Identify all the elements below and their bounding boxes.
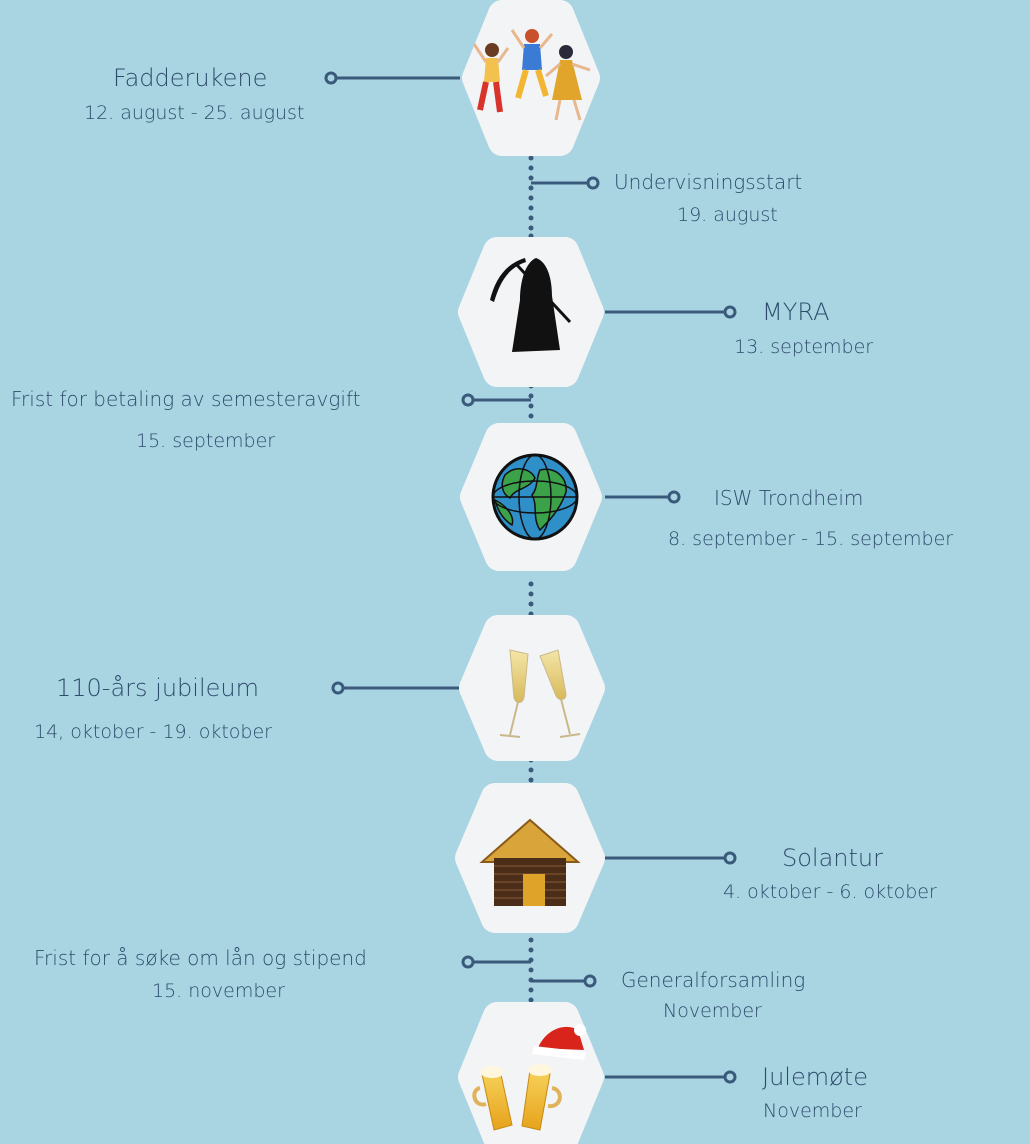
- connector-jubileum-node: [331, 681, 345, 695]
- connector-solantur-node: [723, 851, 737, 865]
- event-date-solantur: 4. oktober - 6. oktober: [723, 881, 937, 903]
- event-title-generalforsamling: Generalforsamling: [621, 968, 806, 992]
- connector-fadderukene-node: [324, 71, 338, 85]
- event-title-myra: MYRA: [762, 298, 830, 326]
- connector-semesteravgift-node: [461, 393, 475, 407]
- cabin-icon: [479, 818, 581, 906]
- event-date-isw: 8. september - 15. september: [668, 528, 954, 550]
- globe-icon: [491, 453, 579, 541]
- event-title-solantur: Solantur: [782, 844, 883, 872]
- connector-generalforsamling-node: [583, 974, 597, 988]
- event-title-undervisningsstart: Undervisningsstart: [614, 170, 803, 194]
- beer-mugs-santa-hat-icon: [472, 1024, 586, 1131]
- event-title-laan: Frist for å søke om lån og stipend: [34, 946, 367, 970]
- event-date-myra: 13. september: [734, 336, 874, 358]
- hex-fadderukene: [462, 0, 600, 156]
- hex-isw: [460, 423, 602, 571]
- event-title-semesteravgift: Frist for betaling av semesteravgift: [11, 387, 361, 411]
- event-date-laan: 15. november: [152, 980, 285, 1002]
- grim-reaper-icon: [490, 258, 572, 352]
- hex-solantur: [455, 783, 605, 933]
- event-date-julemote: November: [763, 1100, 862, 1122]
- event-title-julemote: Julemøte: [762, 1063, 868, 1091]
- event-title-isw: ISW Trondheim: [714, 486, 864, 510]
- event-title-jubileum: 110-års jubileum: [56, 674, 259, 702]
- event-date-jubileum: 14, oktober - 19. oktober: [34, 721, 272, 743]
- hex-julemote: [458, 1002, 604, 1144]
- event-date-generalforsamling: November: [663, 1000, 762, 1022]
- connector-laan-node: [461, 955, 475, 969]
- connector-isw-node: [667, 490, 681, 504]
- dancing-people-icon: [472, 29, 591, 121]
- connector-julemote-node: [723, 1070, 737, 1084]
- hex-jubileum: [459, 615, 605, 761]
- event-title-fadderukene: Fadderukene: [113, 64, 268, 92]
- connector-undervisningsstart-node: [586, 176, 600, 190]
- champagne-glasses-icon: [499, 649, 581, 738]
- connector-myra-node: [723, 305, 737, 319]
- event-date-undervisningsstart: 19. august: [677, 204, 778, 226]
- hex-myra: [458, 237, 604, 387]
- event-date-semesteravgift: 15. september: [136, 430, 276, 452]
- event-date-fadderukene: 12. august - 25. august: [84, 102, 305, 124]
